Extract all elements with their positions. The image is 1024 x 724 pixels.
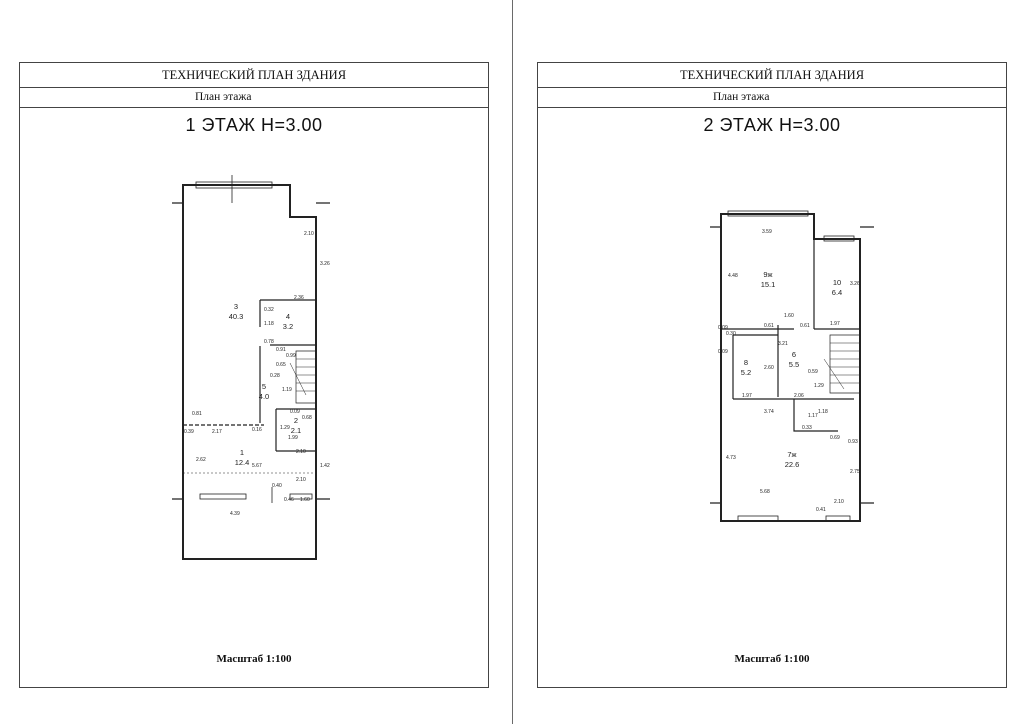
plan-dimensions: 2.10 3.26 2.36 0.32 1.18 0.78 0.91 0.99 … xyxy=(184,231,330,517)
room-area: 40.3 xyxy=(229,312,244,321)
dimension-label: 0.91 xyxy=(276,347,286,353)
dimension-label: 0.28 xyxy=(270,373,280,379)
dimension-label: 0.09 xyxy=(718,349,728,355)
dimension-label: 0.30 xyxy=(726,331,736,337)
dimension-label: 0.46 xyxy=(284,497,294,503)
page-divider xyxy=(512,0,513,724)
dimension-label: 2.10 xyxy=(834,499,844,505)
dimension-label: 3.74 xyxy=(764,409,774,415)
dimension-label: 3.21 xyxy=(778,341,788,347)
floor-plan-drawing-1: 3 40.3 4 3.2 5 4.0 2 2.1 1 12.4 2.10 3.2… xyxy=(172,175,330,560)
dimension-label: 1.42 xyxy=(320,463,330,469)
dimension-label: 4.48 xyxy=(728,273,738,279)
dimension-label: 0.93 xyxy=(848,439,858,445)
sheet-header: ТЕХНИЧЕСКИЙ ПЛАН ЗДАНИЯ xyxy=(538,63,1006,88)
dimension-label: 1.17 xyxy=(808,413,818,419)
sheet-subheader: План этажа xyxy=(20,87,488,108)
room-area: 2.1 xyxy=(291,426,301,435)
dimension-label: 0.68 xyxy=(302,415,312,421)
dimension-label: 3.59 xyxy=(762,229,772,235)
sheet-subheader: План этажа xyxy=(538,87,1006,108)
dimension-label: 1.29 xyxy=(280,425,290,431)
dimension-label: 2.62 xyxy=(196,457,206,463)
dimension-label: 0.40 xyxy=(272,483,282,489)
dimension-label: 2.10 xyxy=(304,231,314,237)
dimension-label: 0.65 xyxy=(276,362,286,368)
floor-plan-sheet-2: ТЕХНИЧЕСКИЙ ПЛАН ЗДАНИЯ План этажа 2 ЭТА… xyxy=(537,62,1007,688)
dimension-label: 1.18 xyxy=(818,409,828,415)
sheet-header: ТЕХНИЧЕСКИЙ ПЛАН ЗДАНИЯ xyxy=(20,63,488,88)
dimension-label: 5.67 xyxy=(252,463,262,469)
plan-room-labels: 9ж 15.1 10 6.4 8 5.2 6 5.5 7ж 22.6 xyxy=(741,270,842,469)
dimension-label: 2.60 xyxy=(764,365,774,371)
room-number: 9ж xyxy=(763,270,772,279)
room-number: 8 xyxy=(744,358,748,367)
room-number: 6 xyxy=(792,350,796,359)
dimension-label: 0.61 xyxy=(764,323,774,329)
dimension-label: 0.78 xyxy=(264,339,274,345)
dimension-label: 3.26 xyxy=(850,281,860,287)
dimension-label: 2.36 xyxy=(294,295,304,301)
room-area: 15.1 xyxy=(761,280,776,289)
room-number: 10 xyxy=(833,278,841,287)
room-area: 12.4 xyxy=(235,458,250,467)
plan-dimensions: 3.59 4.48 3.26 1.60 0.61 0.61 1.97 0.09 … xyxy=(718,229,860,513)
dimension-label: 2.10 xyxy=(296,477,306,483)
dimension-label: 0.41 xyxy=(816,507,826,513)
dimension-label: 1.60 xyxy=(300,497,310,503)
dimension-label: 2.10 xyxy=(296,449,306,455)
dimension-label: 3.26 xyxy=(320,261,330,267)
dimension-label: 0.33 xyxy=(802,425,812,431)
dimension-label: 0.69 xyxy=(830,435,840,441)
dimension-label: 0.16 xyxy=(252,427,262,433)
dimension-label: 1.60 xyxy=(784,313,794,319)
dimension-label: 2.75 xyxy=(850,469,860,475)
room-area: 4.0 xyxy=(259,392,269,401)
dimension-label: 1.18 xyxy=(264,321,274,327)
scale-label: Масштаб 1:100 xyxy=(734,653,810,665)
room-number: 5 xyxy=(262,382,266,391)
dimension-label: 1.97 xyxy=(742,393,752,399)
dimension-label: 0.99 xyxy=(286,353,296,359)
dimension-label: 4.73 xyxy=(726,455,736,461)
room-area: 5.5 xyxy=(789,360,799,369)
dimension-label: 0.59 xyxy=(808,369,818,375)
dimension-label: 0.32 xyxy=(264,307,274,313)
room-number: 7ж xyxy=(787,450,796,459)
room-area: 22.6 xyxy=(785,460,800,469)
floor-title: 2 ЭТАЖ Н=3.00 xyxy=(703,115,841,135)
dimension-label: 1.97 xyxy=(830,321,840,327)
room-area: 5.2 xyxy=(741,368,751,377)
dimension-label: 0.39 xyxy=(184,429,194,435)
room-number: 4 xyxy=(286,312,290,321)
floor-plan-drawing-2: 9ж 15.1 10 6.4 8 5.2 6 5.5 7ж 22.6 3.59 … xyxy=(710,210,874,522)
dimension-label: 1.29 xyxy=(814,383,824,389)
floor-plan-sheet-1: ТЕХНИЧЕСКИЙ ПЛАН ЗДАНИЯ План этажа 1 ЭТА… xyxy=(19,62,489,688)
room-area: 3.2 xyxy=(283,322,293,331)
dimension-label: 0.61 xyxy=(800,323,810,329)
dimension-label: 1.99 xyxy=(288,435,298,441)
room-number: 3 xyxy=(234,302,238,311)
dimension-label: 0.09 xyxy=(290,409,300,415)
scale-label: Масштаб 1:100 xyxy=(216,653,292,665)
dimension-label: 4.39 xyxy=(230,511,240,517)
dimension-label: 1.19 xyxy=(282,387,292,393)
floor-title: 1 ЭТАЖ Н=3.00 xyxy=(185,115,323,135)
dimension-label: 0.81 xyxy=(192,411,202,417)
room-number: 1 xyxy=(240,448,244,457)
plan-room-labels: 3 40.3 4 3.2 5 4.0 2 2.1 1 12.4 xyxy=(229,302,302,467)
dimension-label: 0.09 xyxy=(718,325,728,331)
room-area: 6.4 xyxy=(832,288,842,297)
room-number: 2 xyxy=(294,416,298,425)
dimension-label: 5.68 xyxy=(760,489,770,495)
dimension-label: 2.17 xyxy=(212,429,222,435)
dimension-label: 2.06 xyxy=(794,393,804,399)
